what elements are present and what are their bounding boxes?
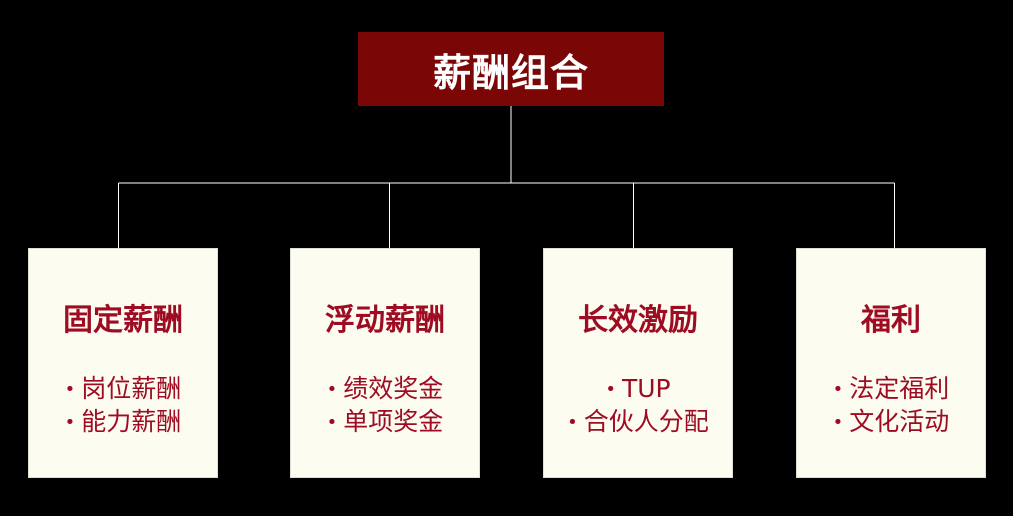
category-card-long-term-incentive: 长效激励 •TUP •合伙人分配 bbox=[543, 248, 733, 478]
list-item: •单项奖金 bbox=[291, 406, 479, 439]
list-item-label: 单项奖金 bbox=[343, 407, 444, 436]
list-item-label: 绩效奖金 bbox=[343, 374, 444, 403]
list-item: •合伙人分配 bbox=[544, 406, 732, 439]
bullet-dot-icon: • bbox=[832, 379, 844, 400]
list-item: •法定福利 bbox=[797, 373, 985, 406]
list-item: •岗位薪酬 bbox=[29, 373, 217, 406]
bullet-dot-icon: • bbox=[567, 412, 578, 433]
bullet-dot-icon: • bbox=[832, 412, 844, 433]
list-item-label: 合伙人分配 bbox=[583, 407, 709, 436]
list-item-label: 文化活动 bbox=[849, 407, 950, 436]
category-item-list: •TUP •合伙人分配 bbox=[544, 373, 732, 439]
bullet-dot-icon: • bbox=[326, 379, 338, 400]
list-item-label: 法定福利 bbox=[849, 374, 950, 403]
bullet-dot-icon: • bbox=[64, 412, 76, 433]
list-item-label: 岗位薪酬 bbox=[81, 374, 182, 403]
category-card-benefits: 福利 •法定福利 •文化活动 bbox=[796, 248, 986, 478]
category-item-list: •岗位薪酬 •能力薪酬 bbox=[29, 373, 217, 439]
bullet-dot-icon: • bbox=[326, 412, 338, 433]
list-item-label: TUP bbox=[621, 374, 671, 403]
category-card-variable-pay: 浮动薪酬 •绩效奖金 •单项奖金 bbox=[290, 248, 480, 478]
category-card-fixed-pay: 固定薪酬 •岗位薪酬 •能力薪酬 bbox=[28, 248, 218, 478]
list-item: •文化活动 bbox=[797, 406, 985, 439]
root-node: 薪酬组合 bbox=[358, 32, 664, 106]
root-title: 薪酬组合 bbox=[432, 50, 589, 95]
category-title: 长效激励 bbox=[578, 303, 698, 338]
category-title: 固定薪酬 bbox=[63, 303, 183, 338]
category-title: 浮动薪酬 bbox=[325, 303, 445, 338]
list-item: •绩效奖金 bbox=[291, 373, 479, 406]
bullet-dot-icon: • bbox=[64, 379, 76, 400]
list-item: •TUP bbox=[544, 373, 732, 406]
category-title: 福利 bbox=[861, 303, 921, 338]
list-item-label: 能力薪酬 bbox=[81, 407, 182, 436]
category-item-list: •绩效奖金 •单项奖金 bbox=[291, 373, 479, 439]
bullet-dot-icon: • bbox=[605, 379, 616, 400]
category-item-list: •法定福利 •文化活动 bbox=[797, 373, 985, 439]
list-item: •能力薪酬 bbox=[29, 406, 217, 439]
